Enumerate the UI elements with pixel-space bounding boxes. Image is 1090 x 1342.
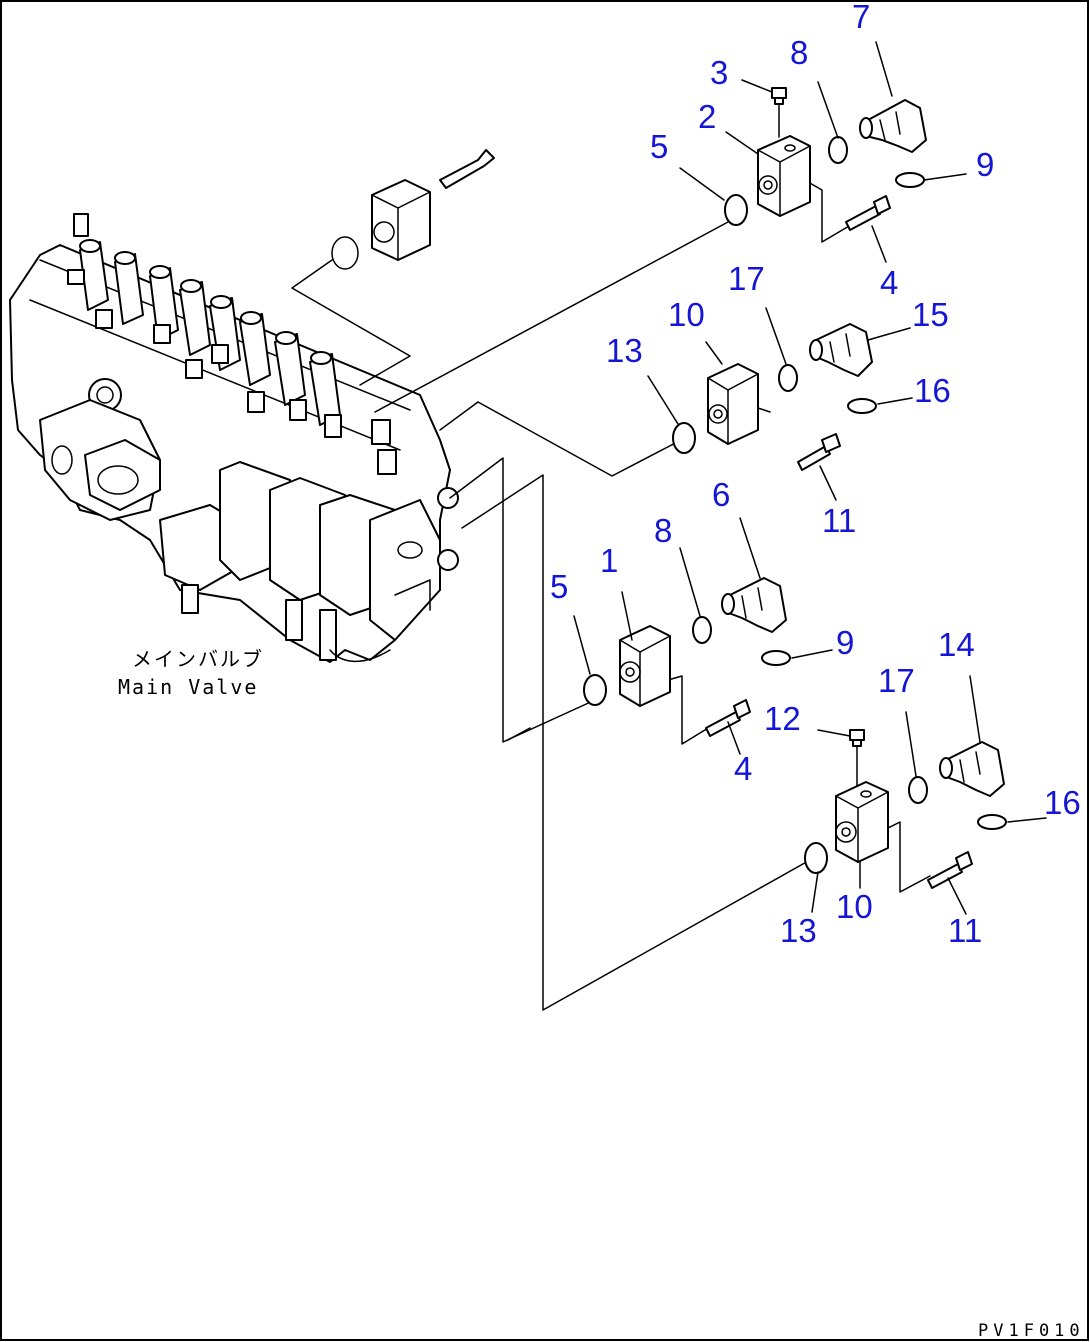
- callout-10-upper: 10: [668, 296, 705, 333]
- callout-labels: 7 3 8 2 5 9 4 17 15 10 13 16 6 11 8 1 5 …: [550, 0, 1081, 949]
- spool-stack: [79, 239, 341, 426]
- o-ring-part-5-lower: [583, 674, 607, 706]
- callout-leaders: [573, 41, 1047, 915]
- callout-14: 14: [938, 626, 975, 663]
- screw-part-3: [771, 87, 787, 105]
- elbow-part-15: [809, 323, 873, 377]
- callout-13-lower: 13: [780, 912, 817, 949]
- top-fittings: [67, 213, 397, 475]
- o-ring-part-13-upper: [672, 422, 696, 454]
- o-ring-part-13-lower: [804, 842, 828, 874]
- block-part-10-upper: [707, 363, 759, 445]
- callout-15: 15: [912, 296, 949, 333]
- block-part-1: [619, 625, 671, 707]
- o-ring-part-9-upper: [895, 172, 925, 188]
- callout-2: 2: [698, 98, 716, 135]
- hose-curve: [329, 649, 391, 663]
- lower-sections: [159, 461, 459, 661]
- callout-12: 12: [764, 700, 801, 737]
- callout-11-upper: 11: [822, 502, 856, 539]
- elbow-part-14: [939, 741, 1005, 797]
- bolt-part-4-lower: [705, 699, 751, 737]
- callout-9-upper: 9: [976, 146, 994, 183]
- block-part-10-lower: [835, 781, 889, 863]
- callout-10-lower: 10: [836, 888, 873, 925]
- callout-17-lower: 17: [878, 662, 915, 699]
- bolt-part-4-upper: [845, 195, 891, 231]
- callout-5-upper: 5: [650, 128, 668, 165]
- o-ring-part-8-upper: [828, 136, 848, 164]
- caption-jp: メインバルブ: [132, 647, 264, 671]
- o-ring-part-5-upper: [724, 194, 748, 226]
- callout-8-lower: 8: [654, 512, 672, 549]
- main-valve-assembly: [9, 149, 495, 663]
- screw-part-12: [849, 729, 865, 747]
- callout-17-upper: 17: [728, 260, 765, 297]
- block-part-2: [757, 135, 811, 217]
- o-ring-part-16-lower: [977, 814, 1007, 830]
- callout-4-lower: 4: [734, 750, 752, 787]
- elbow-part-7: [859, 99, 927, 153]
- o-ring-part-17-upper: [778, 364, 798, 392]
- o-ring-part-16-upper: [847, 398, 877, 414]
- callout-9-lower: 9: [836, 624, 854, 661]
- caption-en: Main Valve: [118, 675, 258, 699]
- callout-8-upper: 8: [790, 34, 808, 71]
- bolt-part-11-upper: [797, 433, 841, 471]
- o-ring-part-17-lower: [908, 776, 928, 804]
- callout-5-lower: 5: [550, 568, 568, 605]
- o-ring-part-9-lower: [761, 650, 791, 666]
- loose-flange-block: [331, 149, 495, 270]
- bolt-part-11-lower: [927, 851, 973, 889]
- callout-11-lower: 11: [948, 912, 982, 949]
- o-ring-part-8-lower: [692, 616, 712, 644]
- callout-7: 7: [852, 0, 870, 35]
- callout-6: 6: [712, 476, 730, 513]
- callout-16-lower: 16: [1044, 784, 1081, 821]
- connection-lines: [291, 94, 931, 1011]
- figure-code: PV1F010: [978, 1321, 1085, 1341]
- callout-13-upper: 13: [606, 332, 643, 369]
- elbow-part-6: [721, 577, 787, 633]
- callout-4-upper: 4: [880, 264, 898, 301]
- callout-16-upper: 16: [914, 372, 951, 409]
- left-end-block: [39, 399, 161, 521]
- callout-3: 3: [710, 54, 728, 91]
- callout-1: 1: [600, 542, 618, 579]
